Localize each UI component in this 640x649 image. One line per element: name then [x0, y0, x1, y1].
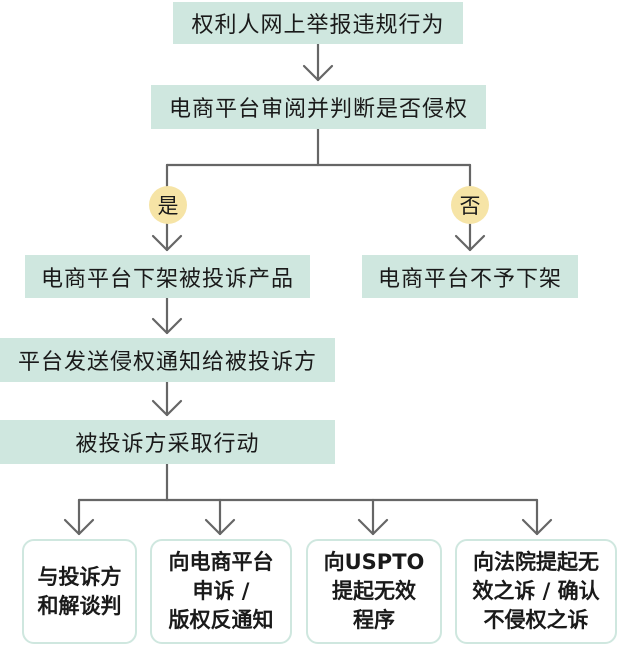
option-line: 与投诉方: [37, 564, 122, 589]
option-line: 申诉 /: [192, 579, 250, 603]
option-uspto-invalidation: 向USPTO 提起无效 程序: [306, 539, 442, 644]
option-line: 不侵权之诉: [483, 608, 589, 632]
report-step-label: 权利人网上举报违规行为: [191, 13, 445, 38]
review-step-label: 电商平台审阅并判断是否侵权: [168, 97, 468, 122]
option-line: 版权反通知: [168, 608, 274, 632]
option-line: 和解谈判: [37, 593, 122, 618]
notify-step: 平台发送侵权通知给被投诉方: [0, 338, 335, 382]
option-line: 程序: [353, 608, 395, 632]
option-line: 效之诉 / 确认: [472, 579, 600, 603]
option-line: 向USPTO: [323, 550, 425, 574]
option-line: 提起无效: [332, 579, 416, 603]
yes-label: 是: [157, 194, 179, 218]
option-platform-appeal: 向电商平台 申诉 / 版权反通知: [150, 539, 292, 644]
no-removal-label: 电商平台不予下架: [377, 266, 562, 292]
option-court-action: 向法院提起无 效之诉 / 确认 不侵权之诉: [455, 539, 617, 644]
option-settlement: 与投诉方 和解谈判: [22, 539, 137, 644]
report-step: 权利人网上举报违规行为: [173, 2, 463, 44]
no-removal-step: 电商平台不予下架: [362, 255, 578, 298]
no-badge: 否: [451, 186, 489, 224]
option-line: 向法院提起无: [473, 550, 599, 574]
review-step: 电商平台审阅并判断是否侵权: [151, 85, 486, 129]
respondent-action-step: 被投诉方采取行动: [0, 420, 335, 464]
respondent-action-label: 被投诉方采取行动: [75, 432, 260, 457]
remove-product-label: 电商平台下架被投诉产品: [40, 266, 294, 292]
yes-badge: 是: [149, 186, 187, 224]
notify-step-label: 平台发送侵权通知给被投诉方: [17, 350, 317, 375]
no-label: 否: [459, 194, 481, 218]
option-line: 向电商平台: [168, 550, 274, 574]
remove-product-step: 电商平台下架被投诉产品: [25, 255, 310, 298]
